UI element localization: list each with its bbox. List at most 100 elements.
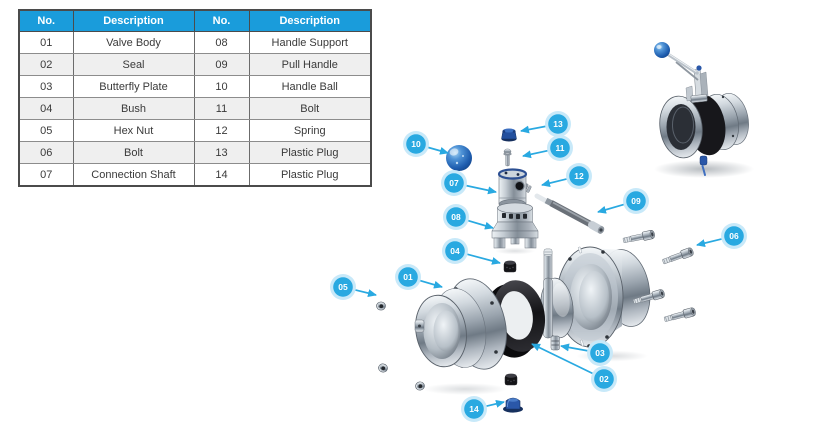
part-number-cell: 08 <box>193 31 250 54</box>
callout-arrow <box>419 279 443 289</box>
callout-bubble <box>594 369 614 389</box>
part-description-cell: Plastic Plug <box>248 141 372 164</box>
callout-number: 07 <box>449 178 459 188</box>
part-number-cell: 09 <box>193 53 250 76</box>
callout-hex-nuts: 05 <box>330 274 377 300</box>
assembled-valve <box>654 42 754 178</box>
callout-bubble <box>590 343 610 363</box>
callout-arrow <box>696 238 723 247</box>
part-description-cell: Handle Ball <box>248 75 372 98</box>
callout-seal: 02 <box>531 343 617 392</box>
callout-bolt-small: 11 <box>522 135 573 161</box>
callout-number: 05 <box>338 282 348 292</box>
part-description-cell: Seal <box>72 53 195 76</box>
callout-bubble <box>464 399 484 419</box>
callout-bubble <box>445 241 465 261</box>
callout-number: 02 <box>599 374 609 384</box>
callout-arrow <box>597 203 625 214</box>
callout-arrow <box>467 219 494 230</box>
connection-shaft-part <box>497 168 528 209</box>
part-number-cell: 02 <box>18 53 74 76</box>
callout-arrow <box>522 149 549 159</box>
callout-bubble <box>626 191 646 211</box>
callout-number: 14 <box>469 404 479 414</box>
callout-number: 09 <box>631 196 641 206</box>
callout-handle-ball: 10 <box>403 131 449 157</box>
column-header: No. <box>18 9 74 32</box>
callout-plastic-plug-top: 13 <box>520 111 571 137</box>
callout-butterfly-plate: 03 <box>560 340 613 366</box>
callout-handle-support: 08 <box>443 204 494 230</box>
plastic-plug-bottom-part <box>503 397 523 413</box>
callout-arrow <box>354 289 377 298</box>
part-number-cell: 06 <box>18 141 74 164</box>
callout-number: 12 <box>574 171 584 181</box>
callout-bubble <box>550 138 570 158</box>
callout-arrow <box>531 343 594 375</box>
callout-arrow <box>465 184 497 195</box>
callout-bolts: 06 <box>696 223 747 249</box>
part-description-cell: Plastic Plug <box>248 163 372 187</box>
callout-connection-shaft: 07 <box>441 170 497 196</box>
callout-arrow <box>560 343 589 352</box>
callout-arrow <box>520 125 547 134</box>
callout-bubble <box>548 114 568 134</box>
callout-bubble <box>446 207 466 227</box>
callout-spring: 12 <box>541 163 592 189</box>
handle-ball-part <box>446 145 472 171</box>
callout-number: 13 <box>553 119 563 129</box>
callout-number: 03 <box>595 348 605 358</box>
part-description-cell: Bolt <box>72 141 195 164</box>
callout-arrow <box>541 178 568 187</box>
part-description-cell: Hex Nut <box>72 119 195 142</box>
callout-layer: 13 11 10 12 07 09 08 06 04 01 05 03 02 14 <box>330 111 747 422</box>
callout-arrow <box>466 253 501 265</box>
callout-number: 01 <box>403 272 413 282</box>
callout-number: 04 <box>450 246 460 256</box>
callout-valve-body: 01 <box>395 264 443 290</box>
callout-bubble <box>406 134 426 154</box>
handle-support-part <box>491 202 539 255</box>
callout-bubble <box>724 226 744 246</box>
callout-bubble <box>333 277 353 297</box>
callout-bush: 04 <box>442 238 501 265</box>
plastic-plug-top-part <box>501 128 517 142</box>
part-description-cell: Bush <box>72 97 195 120</box>
part-number-cell: 10 <box>193 75 250 98</box>
callout-number: 06 <box>729 231 739 241</box>
callout-number: 11 <box>556 143 565 153</box>
part-number-cell: 13 <box>193 141 250 164</box>
part-description-cell: Handle Support <box>248 31 372 54</box>
part-number-cell: 07 <box>18 163 74 187</box>
callout-arrow <box>427 146 449 155</box>
callout-number: 08 <box>451 212 461 222</box>
part-description-cell: Connection Shaft <box>72 163 195 187</box>
right-valve-flange-part <box>556 246 651 362</box>
callout-pull-handle: 09 <box>597 188 649 214</box>
callout-number: 10 <box>411 139 421 149</box>
part-number-cell: 04 <box>18 97 74 120</box>
callout-bubble <box>398 267 418 287</box>
part-number-cell: 11 <box>193 97 250 120</box>
part-number-cell: 14 <box>193 163 250 187</box>
bush-part-bottom <box>504 373 518 386</box>
callout-plastic-plug-bottom: 14 <box>461 396 505 422</box>
bolt-small-part <box>503 148 512 167</box>
callout-arrow <box>485 399 505 408</box>
part-description-cell: Pull Handle <box>248 53 372 76</box>
part-description-cell: Valve Body <box>72 31 195 54</box>
part-number-cell: 03 <box>18 75 74 98</box>
callout-bubble <box>569 166 589 186</box>
bush-part-top <box>503 260 517 273</box>
part-description-cell: Butterfly Plate <box>72 75 195 98</box>
